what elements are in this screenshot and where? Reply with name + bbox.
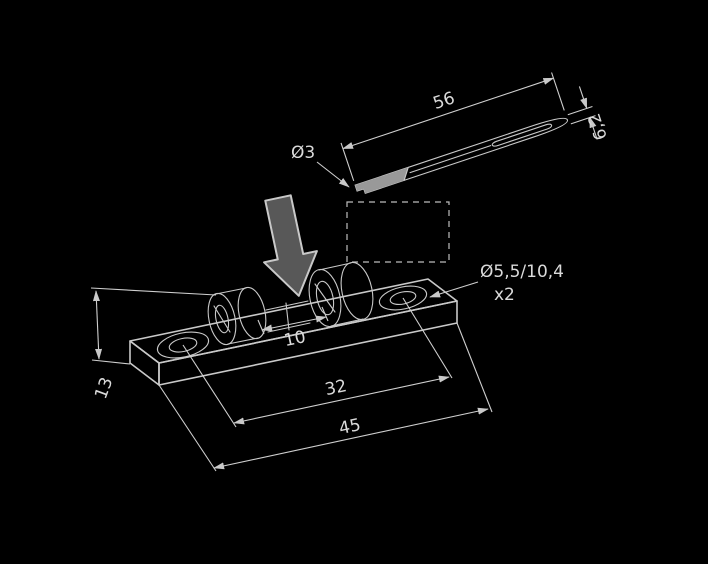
dim-56-label: 56 xyxy=(431,88,458,114)
clamp-slot-detail xyxy=(314,283,336,313)
pin-seam-line xyxy=(409,145,492,174)
pin-tip-solid xyxy=(355,167,409,194)
fuse-seat-edge xyxy=(265,300,309,311)
extension-line xyxy=(402,297,453,379)
dimension-pin-eye: 6,2 xyxy=(567,86,612,143)
clamp-left xyxy=(207,286,267,346)
extension-line xyxy=(456,322,493,413)
clamp-back-face xyxy=(237,286,267,340)
mounting-hole-left xyxy=(156,331,210,359)
phantom-outline xyxy=(346,201,450,263)
hole-countersink xyxy=(378,285,428,311)
dimension-pin-length: 56 xyxy=(340,72,565,182)
dimension-overall-length: 45 xyxy=(158,322,493,472)
insert-arrow xyxy=(263,194,318,297)
clamp-top-edge xyxy=(318,262,352,271)
clamp-top-edge xyxy=(215,287,247,295)
leader-line xyxy=(316,161,350,188)
dimension-line xyxy=(213,407,489,470)
clamp-slot-detail xyxy=(213,305,231,333)
dim-32-label: 32 xyxy=(323,376,348,400)
extension-line xyxy=(340,142,355,182)
pin-diameter-label: Ø3 xyxy=(291,143,315,163)
insert-arrow-shape xyxy=(263,194,318,297)
mounting-hole-right xyxy=(378,285,428,311)
extension-line xyxy=(182,344,237,428)
hole-countersink xyxy=(156,331,210,359)
hole-spec-callout: Ø5,5/10,4 x2 xyxy=(429,262,564,305)
clamp-bottom-edge xyxy=(330,318,364,327)
dimension-clamp-gap: 10 xyxy=(257,306,329,351)
dim-45-label: 45 xyxy=(337,415,362,439)
clamp-saddle xyxy=(214,304,230,334)
extension-line xyxy=(90,287,217,296)
dimension-line xyxy=(342,77,555,150)
cotter-pin: 56 6,2 xyxy=(340,72,612,195)
hole-bore xyxy=(389,290,417,306)
dimension-arrow-upper xyxy=(578,86,588,110)
dimension-arrow-lower xyxy=(589,116,598,140)
dimension-body-height: 13 xyxy=(90,287,217,402)
clamp-bottom-edge xyxy=(227,337,259,345)
clamp-right xyxy=(308,261,374,328)
dim-10-label: 10 xyxy=(282,327,307,351)
hole-bore xyxy=(168,337,198,353)
dimension-line xyxy=(92,290,103,360)
dim-eye-label: 6,2 xyxy=(584,111,612,143)
pin-eye-slot xyxy=(491,123,553,147)
fuse-seat-edge xyxy=(285,302,290,331)
extension-line xyxy=(158,384,217,472)
plate-left-face xyxy=(129,340,160,386)
pin-diameter-callout: Ø3 xyxy=(291,143,350,188)
dimension-hole-spacing: 32 xyxy=(182,297,453,428)
extension-line xyxy=(91,359,131,365)
dim-13-label: 13 xyxy=(91,375,117,402)
hole-spec-label: Ø5,5/10,4 xyxy=(480,262,564,282)
clamp-saddle xyxy=(315,280,335,316)
leader-line xyxy=(429,281,479,298)
dimension-line xyxy=(261,315,327,332)
extension-line xyxy=(321,306,329,322)
extension-line xyxy=(257,319,265,335)
extension-line xyxy=(567,105,593,116)
hole-count-label: x2 xyxy=(494,285,515,305)
pin-tip-edge xyxy=(403,166,409,181)
